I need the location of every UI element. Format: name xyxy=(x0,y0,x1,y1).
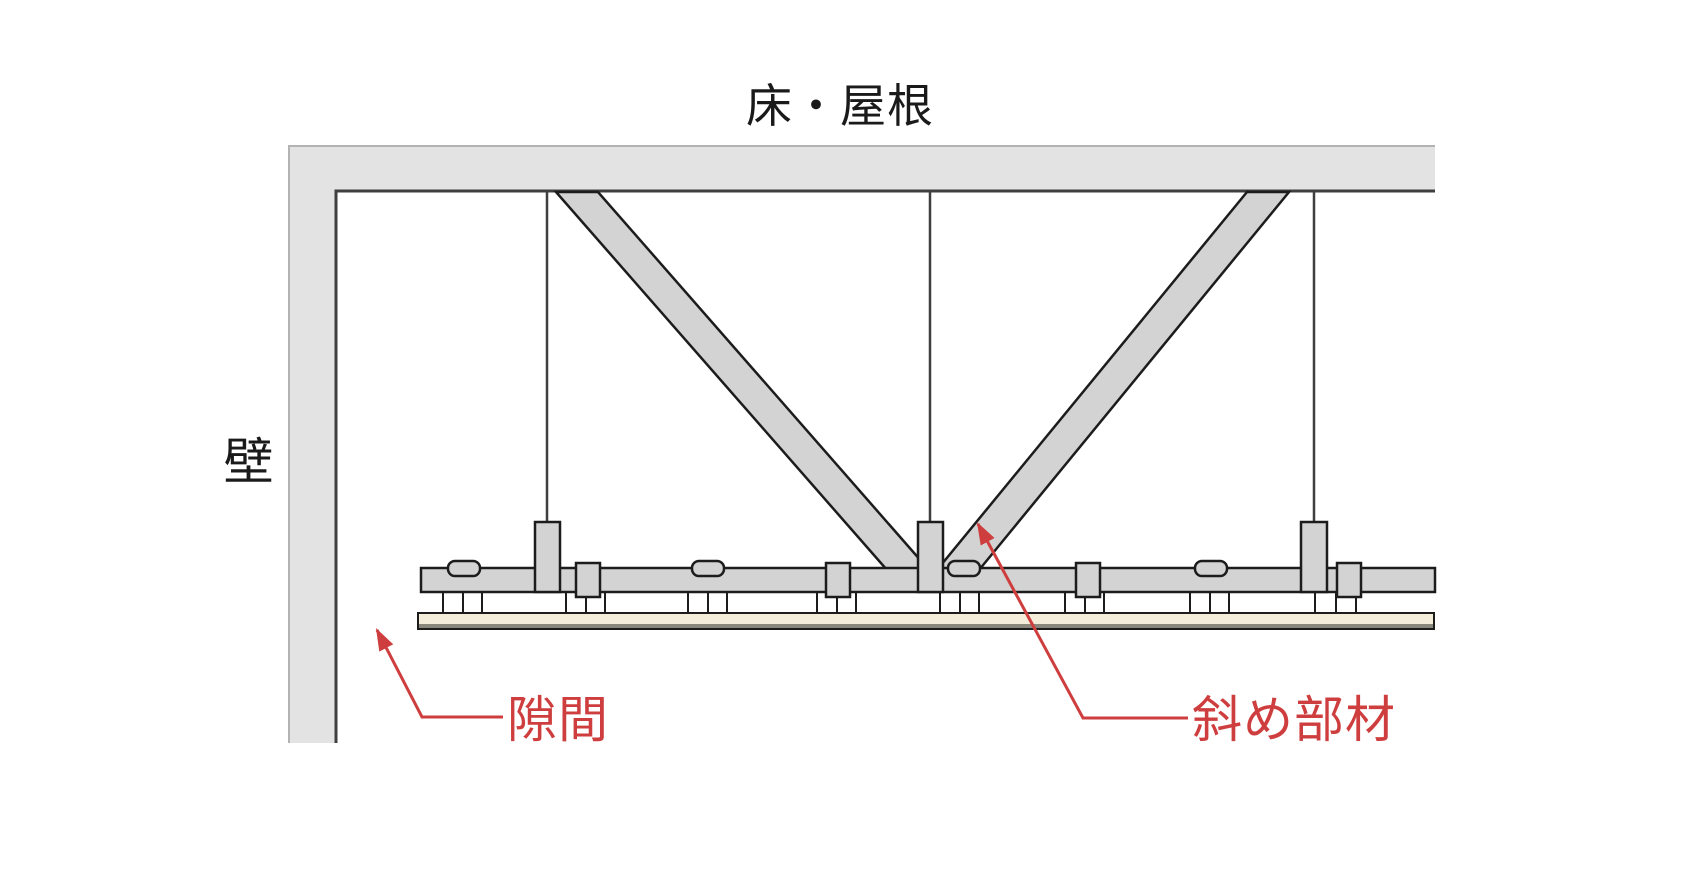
hanger-block-left xyxy=(533,520,562,594)
cross-member xyxy=(1335,561,1363,599)
gap-leader-arrow xyxy=(375,628,503,719)
furring-channel-lines xyxy=(442,593,1357,612)
floor-roof-label: 床・屋根 xyxy=(746,80,934,132)
diagonal-brace-right xyxy=(934,190,1292,572)
wall-slab-outer-edge xyxy=(288,145,1435,743)
wall-slab-inner-edge xyxy=(334,189,1435,743)
channel-clip xyxy=(946,559,982,578)
hanger-block-center xyxy=(916,520,945,594)
cross-member xyxy=(824,561,852,599)
channel-clip xyxy=(1193,559,1229,578)
slab-and-wall-body xyxy=(289,146,1435,743)
channel-clip xyxy=(446,559,482,578)
channel-clip xyxy=(690,559,726,578)
gap-label: 隙間 xyxy=(507,692,609,748)
diagonal-brace-left xyxy=(553,190,932,572)
cross-member xyxy=(574,561,602,599)
diagonal-member-label: 斜め部材 xyxy=(1192,692,1396,748)
hanger-block-right xyxy=(1299,520,1329,594)
ceiling-board-bottom-edge xyxy=(419,624,1433,628)
diagonal-member-leader-arrow xyxy=(976,522,1188,720)
wall-label: 壁 xyxy=(223,434,275,490)
cross-member xyxy=(1074,561,1102,599)
